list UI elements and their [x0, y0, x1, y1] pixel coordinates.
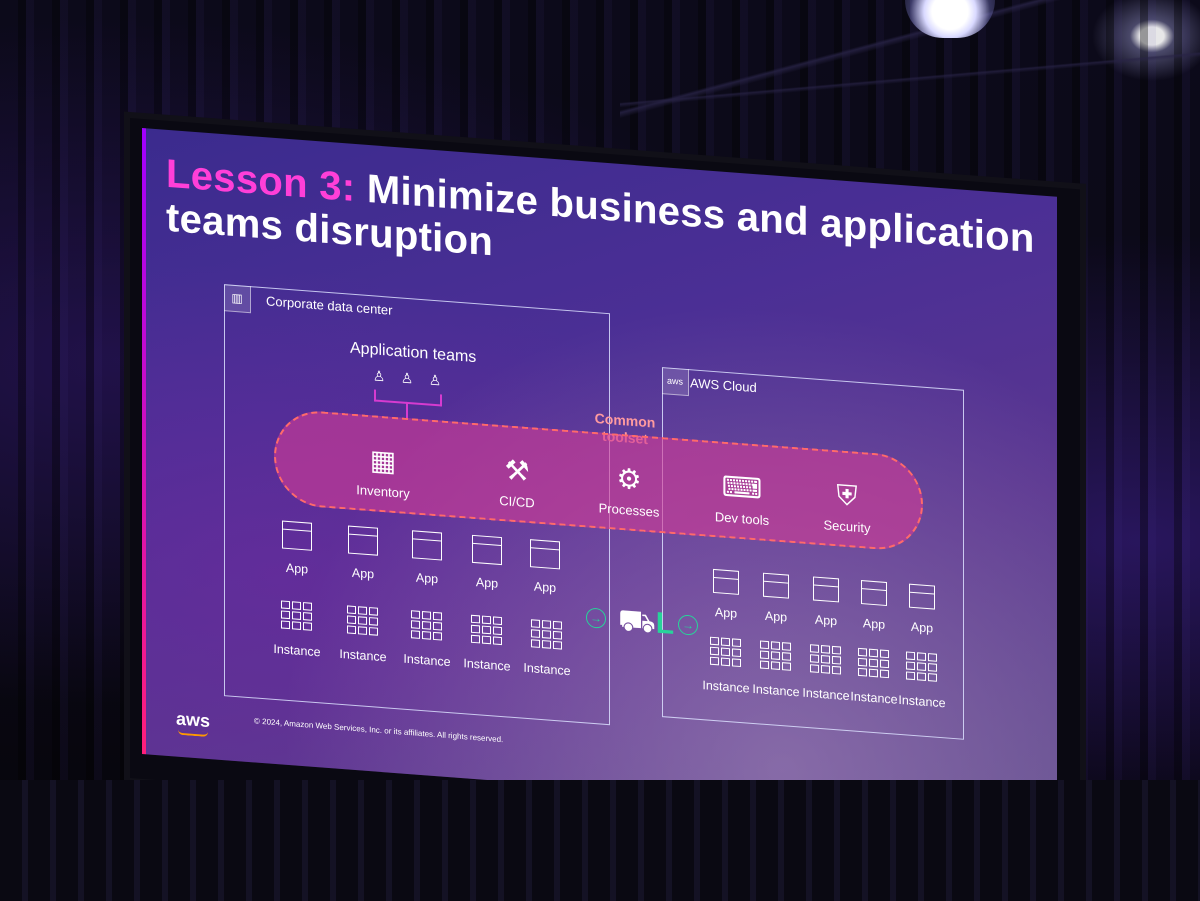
app-icon: [763, 572, 789, 599]
stage-skirt: [0, 780, 1200, 901]
slide-accent-edge: [142, 128, 146, 755]
right-app-2: App: [754, 572, 798, 625]
instance-icon: [709, 636, 743, 669]
left-instance-4: Instance: [454, 613, 520, 674]
app-icon: [282, 520, 312, 551]
left-app-5: App: [520, 538, 570, 596]
instance-icon: [905, 651, 939, 683]
tool-cicd: ⚒ CI/CD: [462, 452, 572, 513]
person-icon: ♙: [428, 371, 442, 389]
aws-logo: aws: [176, 709, 210, 738]
building-icon: ▥: [224, 284, 251, 314]
instance-icon: [470, 614, 504, 647]
tool-processes: ⚙ Processes: [574, 460, 684, 521]
migrate-arrow-icon: →: [678, 614, 698, 636]
instance-icon: [857, 647, 891, 680]
left-app-1: App: [272, 520, 322, 578]
app-icon: [813, 576, 839, 603]
right-app-5: App: [900, 583, 944, 636]
instance-icon: [346, 605, 380, 637]
app-icon: [530, 539, 560, 570]
aws-smile: [178, 729, 208, 737]
person-icon: ♙: [372, 367, 386, 385]
left-instance-5: Instance: [514, 618, 580, 679]
right-app-3: App: [804, 576, 848, 629]
left-app-2: App: [338, 525, 388, 583]
right-app-4: App: [852, 579, 896, 632]
left-app-3: App: [402, 530, 452, 588]
instance-icon: [280, 600, 314, 632]
instance-icon: [530, 619, 564, 651]
left-instance-1: Instance: [264, 599, 330, 660]
app-icon: [909, 583, 935, 610]
instance-icon: [410, 610, 444, 642]
aws-cloud-icon: aws: [662, 367, 689, 397]
app-icon: [861, 580, 887, 607]
app-icon: [472, 534, 502, 566]
tool-security: ⛨ Security: [792, 477, 902, 538]
slide: Lesson 3: Minimize business and applicat…: [142, 128, 1057, 823]
right-instance-5: Instance: [894, 651, 950, 711]
app-icon: [412, 530, 442, 561]
instance-icon: [809, 644, 843, 676]
copyright-notice: © 2024, Amazon Web Services, Inc. or its…: [254, 716, 504, 745]
app-icon: [713, 568, 739, 595]
right-instance-2: Instance: [748, 640, 804, 700]
migrate-arrow-icon: →: [586, 607, 606, 629]
app-icon: [348, 525, 378, 556]
tool-dev-tools: ⌨ Dev tools: [687, 469, 797, 530]
aws-logo-text: aws: [176, 708, 211, 732]
person-icon: ♙: [400, 369, 414, 387]
tool-inventory: ▦ Inventory: [328, 442, 438, 503]
right-instance-1: Instance: [698, 636, 754, 696]
left-app-4: App: [462, 534, 512, 592]
left-instance-3: Instance: [394, 609, 460, 670]
left-instance-2: Instance: [330, 604, 396, 665]
right-app-1: App: [704, 568, 748, 621]
forklift-icon: ⛟L: [618, 603, 675, 642]
instance-icon: [759, 640, 793, 672]
